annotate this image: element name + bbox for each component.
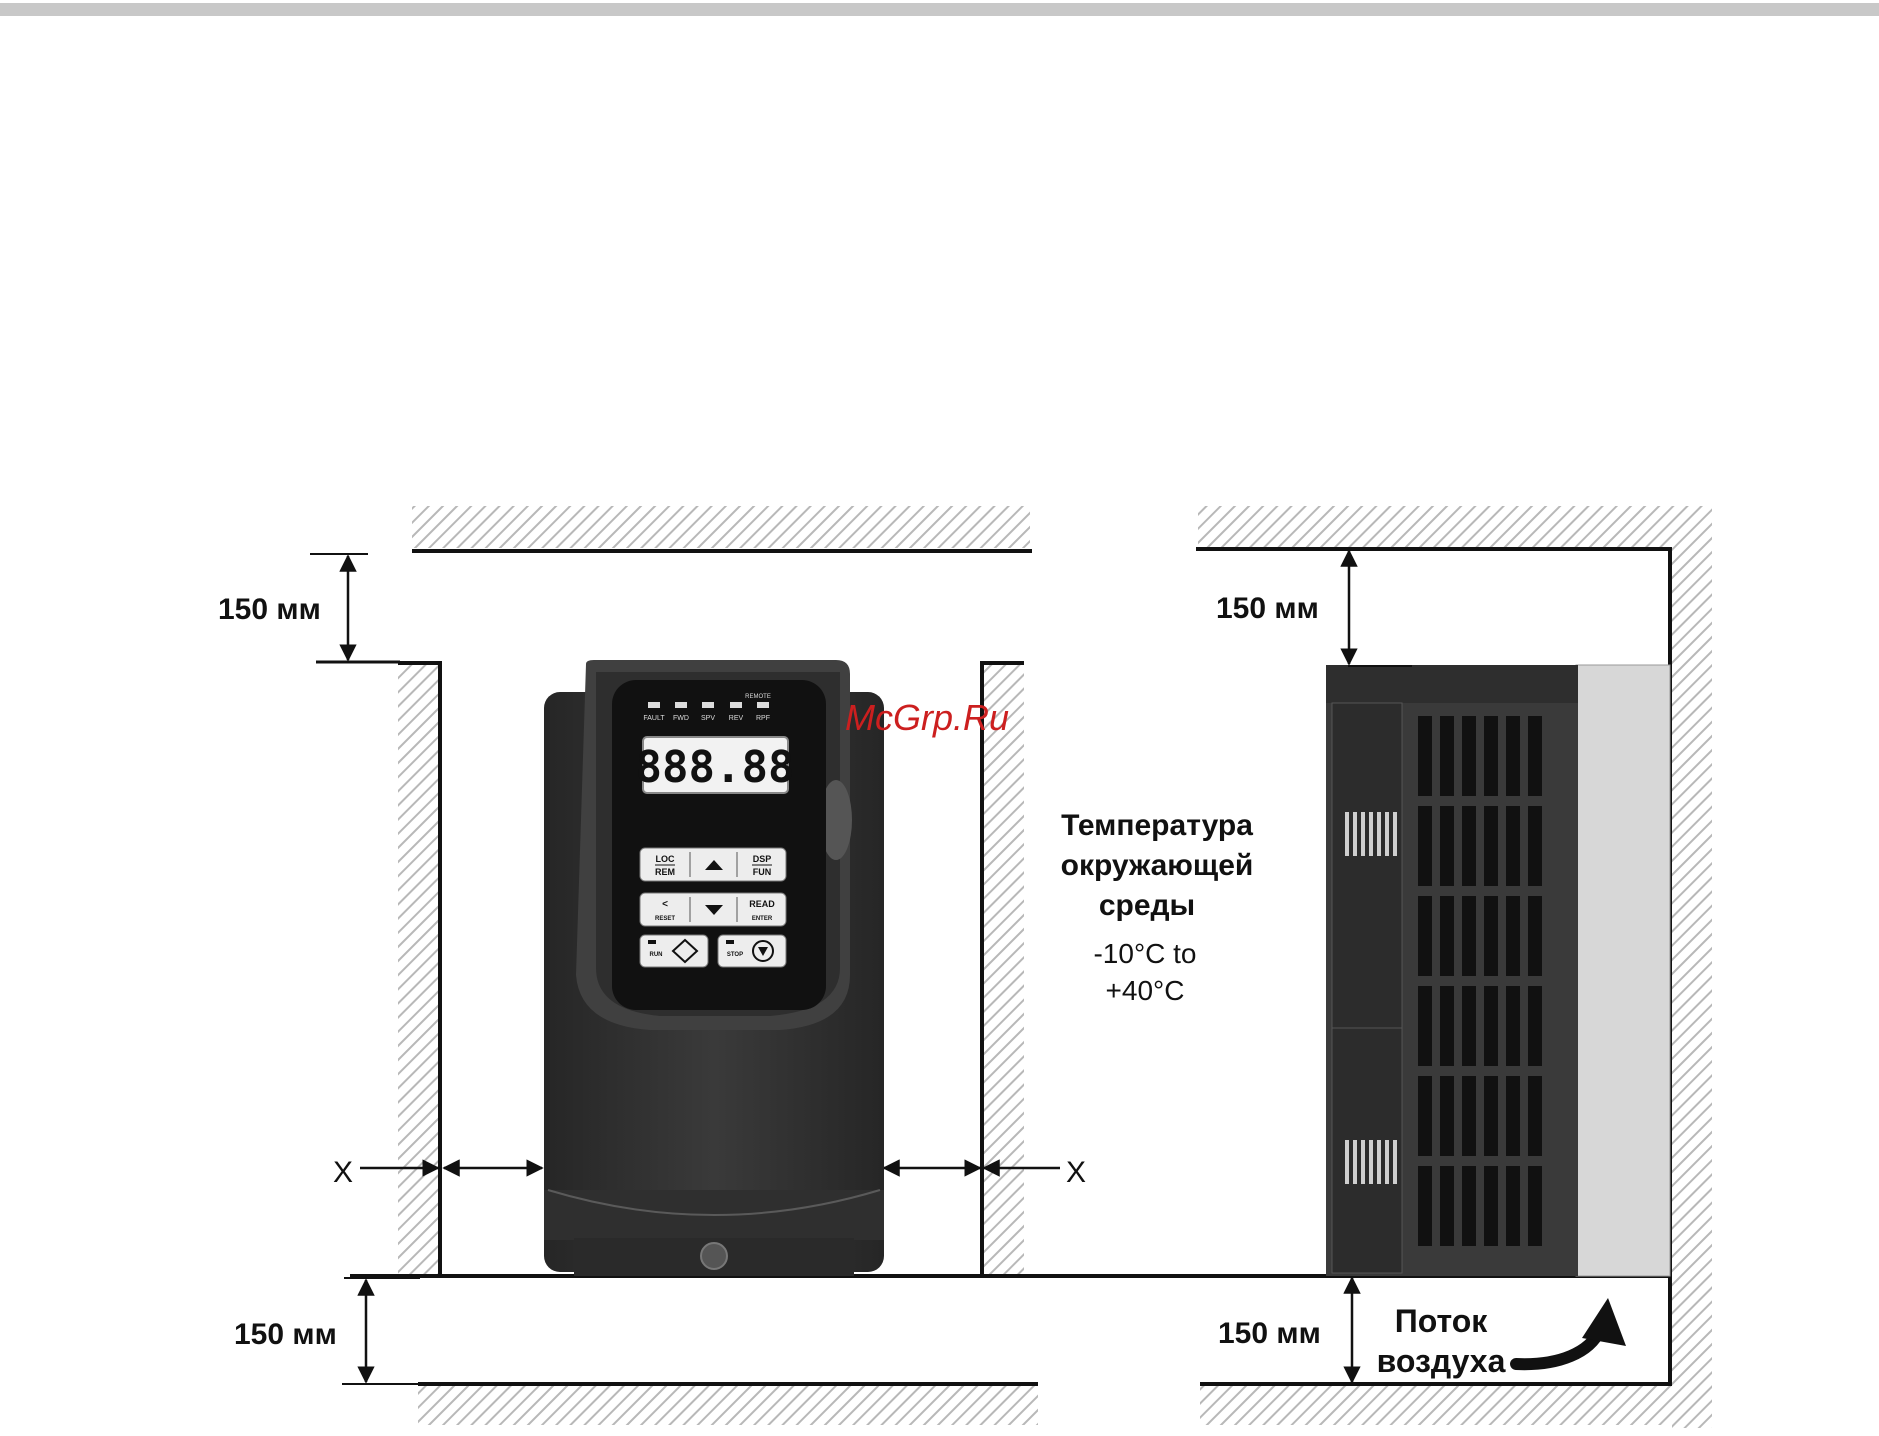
- airflow-line-2: воздуха: [1377, 1343, 1506, 1379]
- airflow-line-1: Поток: [1395, 1303, 1489, 1339]
- dsp-fun-button[interactable]: DSP: [753, 854, 772, 864]
- temp-line-1: Температура: [1061, 809, 1253, 842]
- cable-gland-icon: [701, 1243, 727, 1269]
- led-fwd-label: FWD: [673, 715, 689, 722]
- dim-top-left: 150 мм: [218, 593, 321, 626]
- temp-line-2: окружающей: [1061, 849, 1254, 882]
- read-enter-button[interactable]: READ: [749, 899, 775, 909]
- inverter-front: FAULT FWD SPV REV RPF REMOTE 888.88 LOC …: [544, 660, 884, 1276]
- side-view: 150 мм 150 мм Поток воздуха: [1196, 506, 1712, 1428]
- x-label-right: X: [1066, 1156, 1086, 1189]
- inverter-side: [1326, 665, 1578, 1276]
- dim-bottom-right: 150 мм: [1218, 1317, 1321, 1350]
- x-label-left: X: [333, 1156, 353, 1189]
- top-wall-left: [412, 506, 1030, 548]
- shift-button[interactable]: <: [662, 899, 668, 910]
- back-wall: [1672, 548, 1712, 1428]
- dim-top-right: 150 мм: [1216, 592, 1319, 625]
- led-rpf-label: RPF: [756, 715, 770, 722]
- remote-label: REMOTE: [745, 694, 771, 700]
- bottom-wall-left: [418, 1385, 1038, 1425]
- run-label: RUN: [650, 952, 663, 958]
- page-top-rule: [0, 3, 1879, 16]
- led-rev-label: REV: [729, 715, 744, 722]
- temp-range-2: +40°C: [1106, 975, 1185, 1006]
- led-fault-label: FAULT: [643, 715, 665, 722]
- temp-line-3: среды: [1099, 889, 1195, 922]
- lcd-value: 888.88: [636, 742, 795, 793]
- bottom-wall-right: [1200, 1385, 1672, 1425]
- ambient-temperature: Температура окружающей среды -10°C to +4…: [1061, 809, 1254, 1006]
- stop-label: STOP: [727, 952, 743, 958]
- enter-label: ENTER: [752, 916, 773, 922]
- temp-range-1: -10°C to: [1093, 938, 1196, 969]
- dim-bottom-left: 150 мм: [234, 1318, 337, 1351]
- loc-rem-button[interactable]: LOC: [656, 854, 675, 864]
- side-wall-left: [398, 663, 440, 1276]
- reset-label: RESET: [655, 916, 675, 922]
- led-spv-label: SPV: [701, 715, 715, 722]
- loc-rem-button-sub: REM: [655, 867, 675, 877]
- dsp-fun-button-sub: FUN: [753, 867, 772, 877]
- watermark: McGrp.Ru: [845, 697, 1009, 738]
- side-wall-right: [982, 663, 1024, 1276]
- top-wall-right: [1198, 506, 1712, 548]
